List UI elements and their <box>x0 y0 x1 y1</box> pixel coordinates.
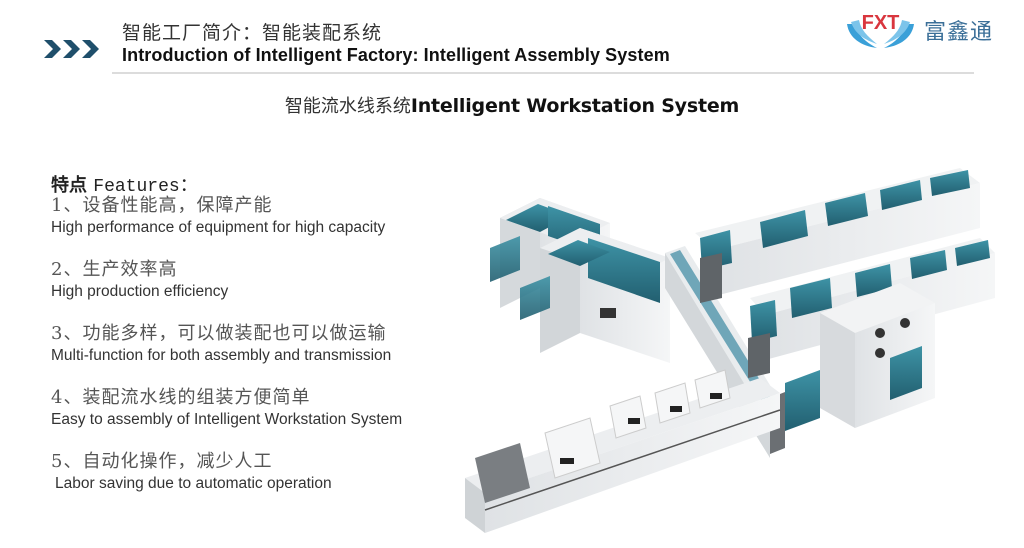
feature-cn: 4、装配流水线的组装方便简单 <box>51 387 311 408</box>
feature-en: Easy to assembly of Intelligent Workstat… <box>51 411 403 428</box>
svg-text:FXT: FXT <box>862 12 900 34</box>
subtitle-en: Intelligent Workstation System <box>410 95 740 117</box>
feature-en: Labor saving due to automatic operation <box>55 475 332 492</box>
machine-cluster-left <box>490 198 670 363</box>
subtitle-cn: 智能流水线系统 <box>284 96 411 117</box>
features-heading-cn: 特点 <box>51 175 87 196</box>
feature-en: High production efficiency <box>51 283 229 300</box>
feature-item: 5、自动化操作，减少人工 Labor saving due to automat… <box>51 450 471 494</box>
machine-line-top-right <box>695 168 980 303</box>
slide-header: 智能工厂简介：智能装配系统 Introduction of Intelligen… <box>0 0 1024 80</box>
feature-item: 3、功能多样，可以做装配也可以做运输 Multi-function for bo… <box>51 322 471 366</box>
workstation-system-illustration <box>465 168 995 533</box>
brand-name: 富鑫通 <box>924 20 994 45</box>
feature-en: High performance of equipment for high c… <box>51 219 386 236</box>
feature-cn: 1、设备性能高，保障产能 <box>51 195 273 216</box>
header-divider <box>112 72 974 74</box>
machine-line-bottom <box>465 369 781 533</box>
fxt-logo-icon: FXT <box>847 12 914 48</box>
feature-item: 4、装配流水线的组装方便简单 Easy to assembly of Intel… <box>51 386 471 430</box>
features-list: 特点 Features： 1、设备性能高，保障产能 High performan… <box>51 171 471 514</box>
feature-item: 2、生产效率高 High production efficiency <box>51 258 471 302</box>
feature-cn: 3、功能多样，可以做装配也可以做运输 <box>51 323 387 344</box>
section-subtitle: 智能流水线系统Intelligent Workstation System <box>0 92 1024 118</box>
main-cabinet <box>770 283 935 454</box>
features-heading: 特点 Features： <box>51 171 471 197</box>
feature-item: 1、设备性能高，保障产能 High performance of equipme… <box>51 194 471 238</box>
features-heading-en: Features： <box>93 177 198 197</box>
triple-chevron-icon <box>44 40 99 58</box>
header-title-cn: 智能工厂简介：智能装配系统 <box>122 22 383 44</box>
feature-cn: 2、生产效率高 <box>51 259 178 280</box>
header-title-en: Introduction of Intelligent Factory: Int… <box>122 45 670 65</box>
feature-en: Multi-function for both assembly and tra… <box>51 347 392 364</box>
feature-cn: 5、自动化操作，减少人工 <box>51 451 273 472</box>
